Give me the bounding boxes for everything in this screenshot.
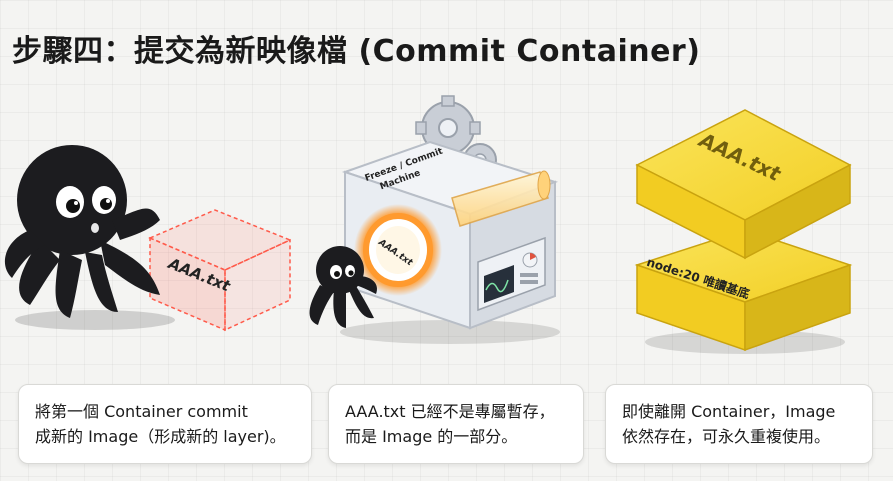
caption-line: 而是 Image 的一部分。 [345, 427, 518, 446]
page-title: 步驟四：提交為新映像檔 (Commit Container) [12, 34, 701, 69]
porthole [354, 204, 442, 296]
image-layers: node:20 唯讀基底 AAA.txt [634, 109, 853, 354]
control-panel [477, 236, 546, 312]
caption-step-image: 即使離開 Container，Image 依然存在，可永久重複使用。 [605, 384, 873, 464]
caption-line: 成新的 Image（形成新的 layer)。 [35, 427, 286, 446]
caption-line: 將第一個 Container commit [35, 402, 248, 421]
glow-tube [451, 170, 551, 227]
commit-illustration: AAA.txt Freeze / Commit Machine [0, 80, 893, 380]
caption-step-file: AAA.txt 已經不是專屬暫存， 而是 Image 的一部分。 [328, 384, 584, 464]
caption-line: AAA.txt 已經不是專屬暫存， [345, 402, 555, 421]
caption-line: 依然存在，可永久重複使用。 [622, 427, 831, 446]
base-layer [634, 229, 853, 352]
caption-line: 即使離開 Container，Image [622, 402, 836, 421]
octopus-left [4, 145, 160, 318]
new-layer [635, 109, 852, 260]
left-scene: AAA.txt [4, 145, 292, 332]
caption-step-commit: 將第一個 Container commit 成新的 Image（形成新的 lay… [18, 384, 312, 464]
commit-machine: Freeze / Commit Machine AAA.txt [309, 95, 560, 344]
red-file-box [148, 209, 292, 332]
